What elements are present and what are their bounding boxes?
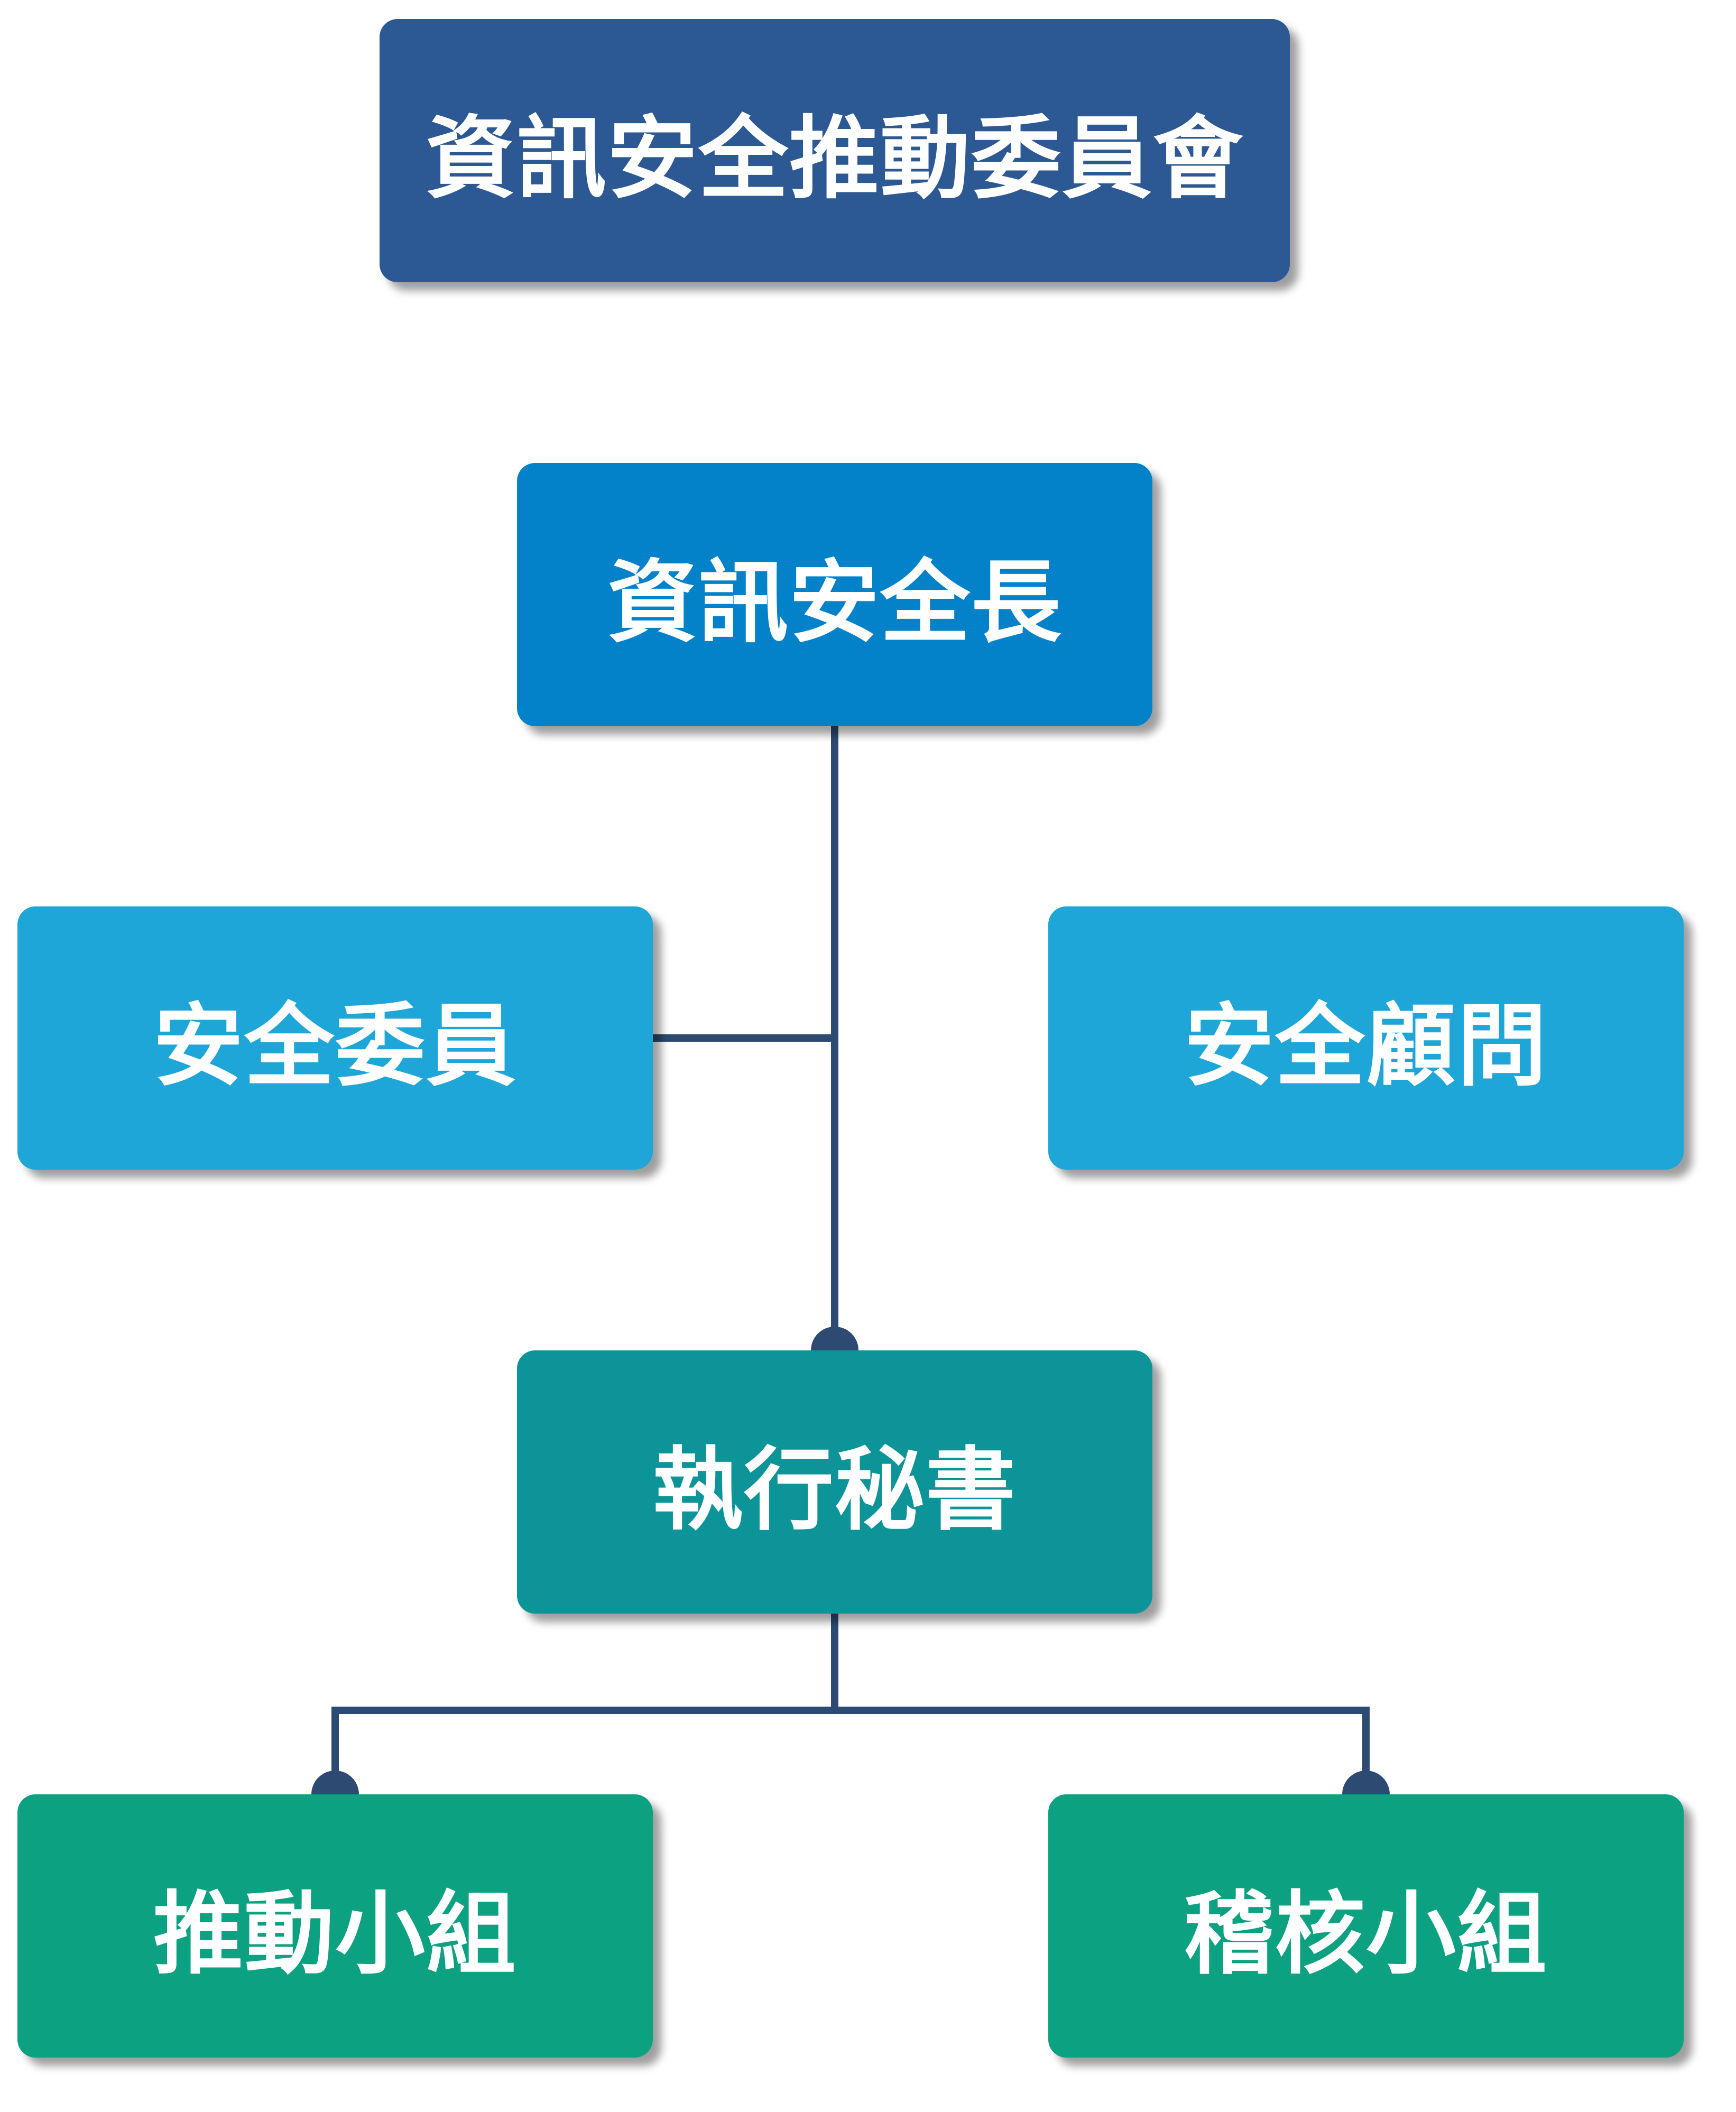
node-promotion-team: 推動小組 [17, 1794, 653, 2058]
node-executive-secretary: 執行秘書 [517, 1350, 1152, 1614]
node-label: 安全委員 [153, 994, 517, 1099]
connector-teams-bar [331, 1707, 1370, 1794]
node-label: 資訊安全推動委員會 [425, 107, 1244, 211]
node-label: 安全顧問 [1184, 994, 1548, 1099]
node-security-members: 安全委員 [17, 906, 653, 1170]
node-label: 推動小組 [153, 1882, 517, 1987]
node-label: 稽核小組 [1184, 1882, 1548, 1987]
node-ciso: 資訊安全長 [517, 463, 1152, 726]
node-audit-team: 稽核小組 [1048, 1794, 1684, 2058]
node-security-committee: 資訊安全推動委員會 [380, 19, 1290, 282]
node-label: 資訊安全長 [607, 551, 1062, 655]
node-label: 執行秘書 [652, 1438, 1017, 1543]
node-security-advisors: 安全顧問 [1048, 906, 1684, 1170]
